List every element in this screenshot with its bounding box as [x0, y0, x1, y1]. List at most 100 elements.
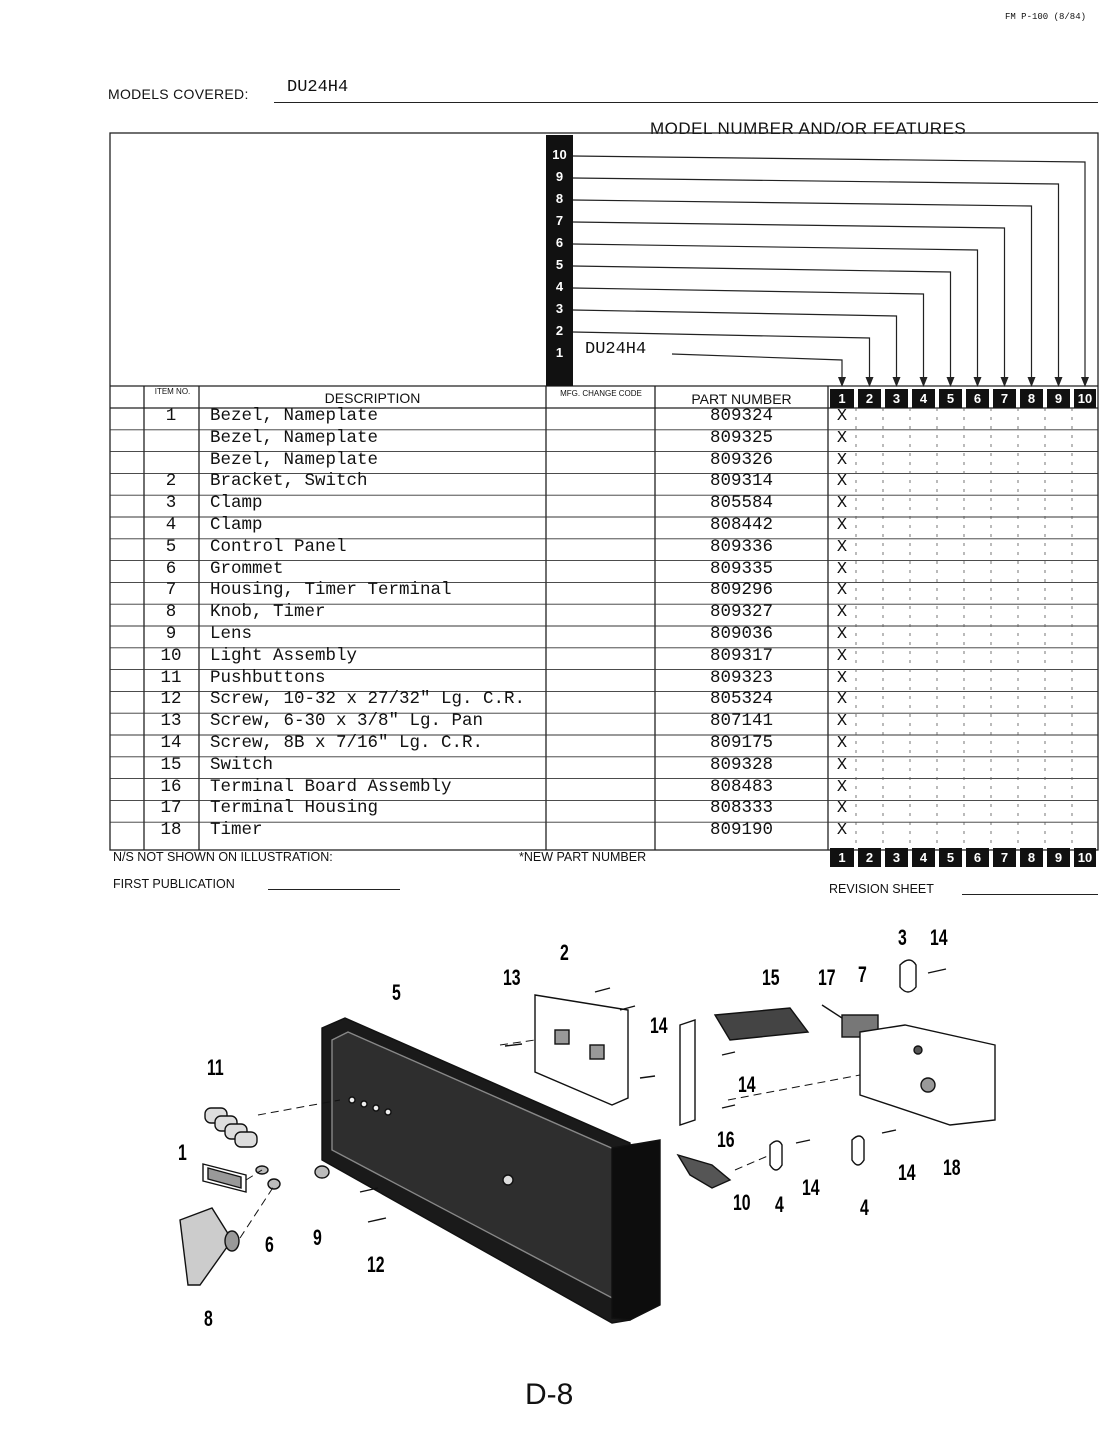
row-item-no: 6	[165, 558, 177, 579]
header-feature-box-1: 1	[830, 389, 854, 408]
ns-note: N/S NOT SHOWN ON ILLUSTRATION:	[113, 850, 333, 864]
row-description: Screw, 8B x 7/16" Lg. C.R.	[210, 733, 484, 753]
strip-number-3: 3	[555, 301, 564, 316]
row-part-number: 809323	[709, 667, 773, 688]
strip-number-9: 9	[555, 169, 564, 184]
feature-arrowhead-1	[838, 377, 846, 387]
strip-number-7: 7	[555, 213, 564, 228]
row-part-number: 809335	[709, 558, 773, 579]
row-description: Switch	[210, 754, 274, 775]
row-item-no: 13	[160, 711, 182, 732]
row-part-number: 807141	[709, 711, 773, 732]
row-feature1-mark: X	[836, 755, 848, 775]
footer-feature-box-4: 4	[912, 848, 935, 867]
row-description: Terminal Housing	[210, 798, 379, 819]
row-item-no: 3	[165, 493, 177, 514]
footer-feature-box-2: 2	[858, 848, 881, 867]
callout-8: 8	[204, 1308, 213, 1332]
row-description: Lens	[210, 624, 253, 644]
callout-11: 11	[207, 1057, 224, 1081]
row-feature1-mark: X	[836, 625, 848, 644]
callout-4: 4	[775, 1194, 784, 1218]
row-description: Bracket, Switch	[210, 471, 368, 492]
clamp-part-b	[851, 1135, 865, 1166]
row-description: Control Panel	[210, 536, 347, 557]
callout-13: 13	[503, 967, 521, 991]
light-assembly-part	[676, 1153, 732, 1189]
header-feature-box-6: 6	[966, 389, 989, 408]
callout-3: 3	[898, 927, 907, 951]
callout-14: 14	[650, 1015, 668, 1039]
footer-feature-box-1: 1	[830, 848, 854, 867]
row-part-number: 808442	[709, 515, 773, 535]
row-item-no: 16	[160, 776, 182, 797]
revision-sheet-line	[962, 894, 1098, 895]
feature-arrowhead-7	[1000, 377, 1009, 387]
row-feature1-mark: X	[836, 516, 848, 535]
item-no-header: ITEM NO.	[154, 387, 191, 396]
row-description: Bezel, Nameplate	[210, 427, 379, 448]
row-description: Screw, 10-32 x 27/32" Lg. C.R.	[210, 689, 526, 710]
row-description: Timer	[210, 820, 263, 841]
feature-leader-6	[572, 243, 979, 384]
footer-feature-box-9: 9	[1047, 848, 1070, 867]
switch-bracket-part	[534, 994, 629, 1106]
models-covered-label: MODELS COVERED:	[108, 86, 249, 102]
callout-14: 14	[930, 927, 948, 951]
row-feature1-mark: X	[836, 646, 848, 666]
row-part-number: 808483	[709, 776, 773, 797]
row-item-no: 18	[160, 820, 182, 841]
header-feature-box-8: 8	[1020, 389, 1043, 408]
row-description: Screw, 6-30 x 3/8" Lg. Pan	[210, 711, 484, 732]
row-feature1-mark: X	[836, 799, 848, 819]
row-item-no: 7	[165, 580, 177, 601]
row-part-number: 809175	[709, 733, 773, 753]
revision-sheet-label: REVISION SHEET	[829, 882, 934, 896]
callout-14: 14	[898, 1162, 916, 1186]
row-feature1-mark: X	[836, 603, 848, 623]
callout-12: 12	[367, 1254, 385, 1278]
footer-feature-box-5: 5	[939, 848, 962, 867]
header-feature-box-4: 4	[912, 389, 935, 408]
callout-2: 2	[560, 942, 569, 966]
switch-part	[713, 1007, 810, 1041]
row-item-no: 1	[165, 406, 177, 426]
callout-14: 14	[802, 1177, 820, 1201]
feature-arrowhead-5	[946, 377, 955, 387]
callout-6: 6	[265, 1234, 274, 1258]
row-description: Grommet	[210, 558, 284, 579]
timer-part	[859, 1024, 996, 1126]
row-feature1-mark: X	[836, 821, 848, 841]
feature1-model-label: DU24H4	[585, 340, 647, 359]
row-part-number: 809036	[709, 624, 773, 644]
feature-leader-7	[572, 221, 1006, 384]
strip-number-2: 2	[555, 323, 564, 338]
pushbuttons-part	[204, 1107, 258, 1148]
footer-feature-box-3: 3	[885, 848, 908, 867]
row-feature1-mark: X	[836, 494, 848, 514]
row-feature1-mark: X	[836, 690, 848, 710]
strip-number-10: 10	[552, 147, 567, 162]
row-feature1-mark: X	[836, 734, 848, 753]
knob-part	[179, 1207, 240, 1286]
row-feature1-mark: X	[836, 559, 848, 579]
header-feature-box-9: 9	[1047, 389, 1070, 408]
row-item-no: 9	[165, 624, 177, 644]
feature-arrowhead-10	[1081, 377, 1089, 387]
description-header: DESCRIPTION	[324, 390, 421, 406]
row-part-number: 809325	[709, 427, 773, 448]
footer-feature-box-10: 10	[1074, 848, 1096, 867]
header-feature-box-7: 7	[993, 389, 1016, 408]
row-feature1-mark: X	[836, 450, 848, 470]
feature-arrowhead-6	[973, 377, 982, 387]
row-description: Clamp	[210, 515, 263, 535]
terminal-board-part	[679, 1019, 696, 1126]
row-item-no: 17	[160, 798, 182, 819]
row-description: Clamp	[210, 493, 263, 514]
feature-leader-4	[572, 287, 925, 384]
callout-1: 1	[178, 1142, 187, 1166]
row-part-number: 809328	[709, 754, 773, 775]
feature-leader-8	[572, 199, 1033, 384]
callout-4: 4	[860, 1197, 869, 1221]
row-item-no: 4	[165, 515, 177, 535]
